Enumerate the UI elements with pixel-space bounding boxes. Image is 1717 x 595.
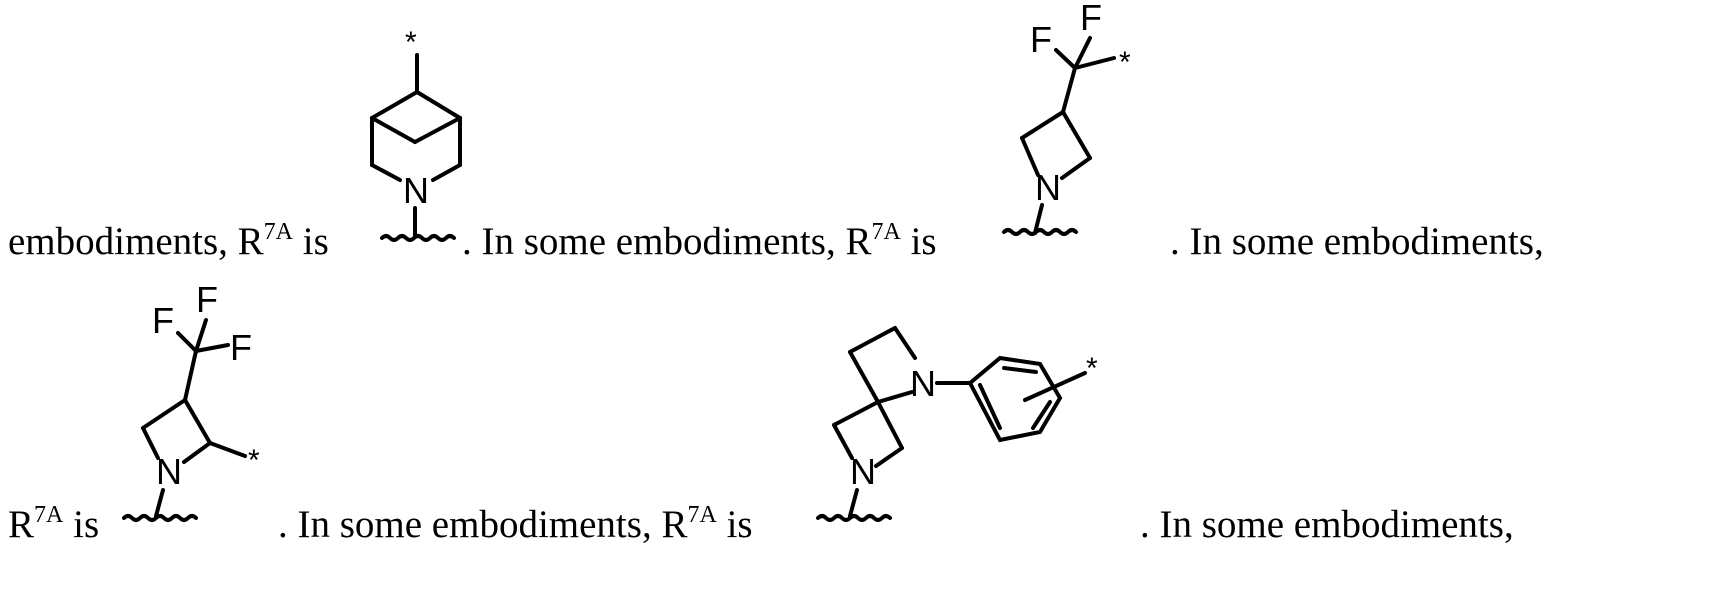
nitrogen-label-2: N	[850, 451, 876, 492]
attachment-asterisk: *	[1086, 352, 1098, 385]
nitrogen-label-1: N	[910, 363, 936, 404]
